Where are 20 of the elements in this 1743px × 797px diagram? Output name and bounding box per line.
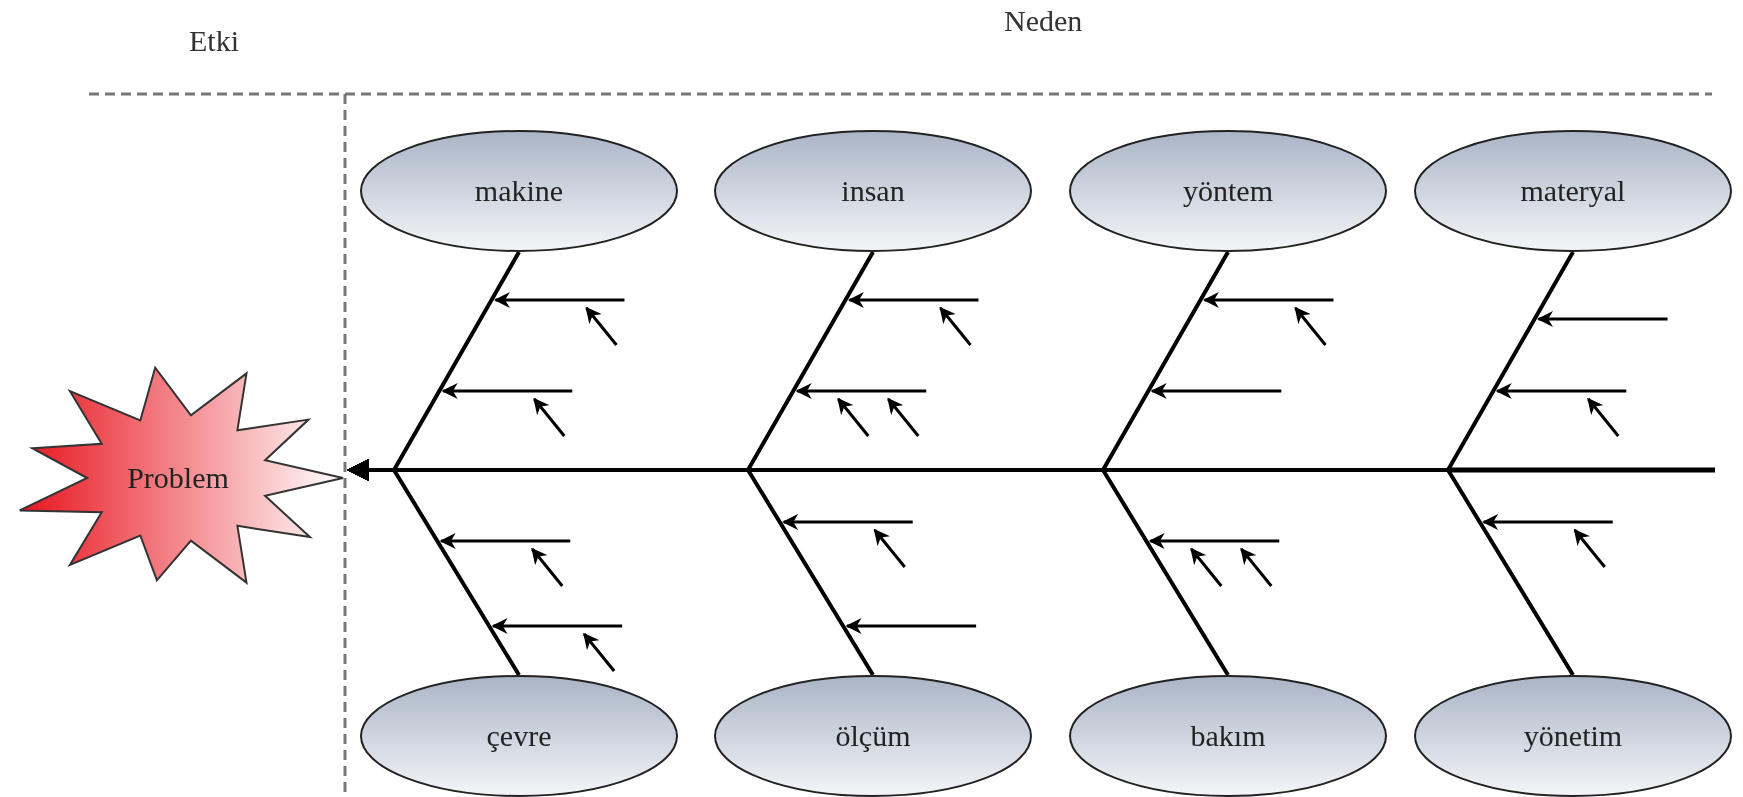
node-label: çevre xyxy=(486,719,552,753)
cause-ellipse xyxy=(1414,675,1732,797)
node-label: bakım xyxy=(1190,719,1266,753)
cause-ellipse xyxy=(714,675,1032,797)
header-label: Etki xyxy=(189,24,239,58)
node-label: ölçüm xyxy=(835,719,911,753)
node-label: yönetim xyxy=(1523,719,1623,753)
cause-ellipse xyxy=(1069,675,1387,797)
cause-ellipse xyxy=(714,130,1032,252)
cause-ellipse xyxy=(1069,130,1387,252)
cause-ellipse xyxy=(360,130,678,252)
cause-ellipse xyxy=(1414,130,1732,252)
node-label: makine xyxy=(474,174,564,208)
node-label: materyal xyxy=(1520,174,1626,208)
cause-ellipse xyxy=(360,675,678,797)
header-label: Neden xyxy=(1004,4,1083,38)
node-label: Problem xyxy=(127,461,229,495)
node-label: yöntem xyxy=(1183,174,1273,208)
node-label: insan xyxy=(841,174,905,208)
arrow xyxy=(346,459,1575,677)
